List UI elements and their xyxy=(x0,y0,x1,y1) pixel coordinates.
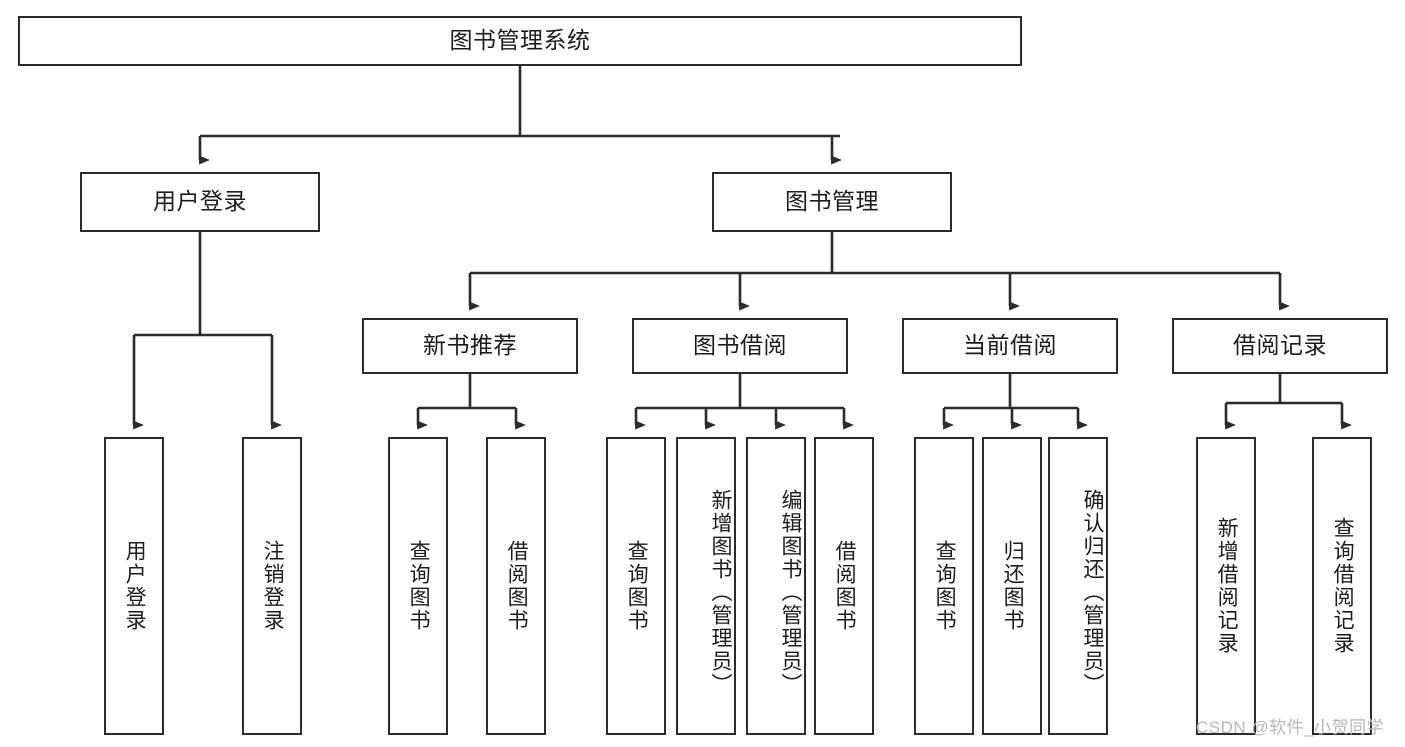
leaf-edit-book[interactable]: 编辑图书（管理员） xyxy=(746,437,806,735)
leaf-return-book[interactable]: 归还图书 xyxy=(982,437,1042,735)
leaf-add-record[interactable]: 新增借阅记录 xyxy=(1196,437,1256,735)
leaf-query-book-1[interactable]: 查询图书 xyxy=(388,437,448,735)
leaf-logout[interactable]: 注销登录 xyxy=(242,437,302,735)
node-current-borrow[interactable]: 当前借阅 xyxy=(902,318,1118,374)
leaf-query-book-3[interactable]: 查询图书 xyxy=(914,437,974,735)
node-borrow-record[interactable]: 借阅记录 xyxy=(1172,318,1388,374)
node-user-login[interactable]: 用户登录 xyxy=(80,172,320,232)
leaf-confirm-return[interactable]: 确认归还（管理员） xyxy=(1048,437,1108,735)
node-book-borrow[interactable]: 图书借阅 xyxy=(632,318,848,374)
leaf-borrow-book-2[interactable]: 借阅图书 xyxy=(814,437,874,735)
leaf-borrow-book-1[interactable]: 借阅图书 xyxy=(486,437,546,735)
node-book-manage[interactable]: 图书管理 xyxy=(712,172,952,232)
node-new-book-recommend[interactable]: 新书推荐 xyxy=(362,318,578,374)
leaf-add-book[interactable]: 新增图书（管理员） xyxy=(676,437,736,735)
leaf-query-record[interactable]: 查询借阅记录 xyxy=(1312,437,1372,735)
leaf-user-login[interactable]: 用户登录 xyxy=(104,437,164,735)
node-root[interactable]: 图书管理系统 xyxy=(18,16,1022,66)
leaf-query-book-2[interactable]: 查询图书 xyxy=(606,437,666,735)
